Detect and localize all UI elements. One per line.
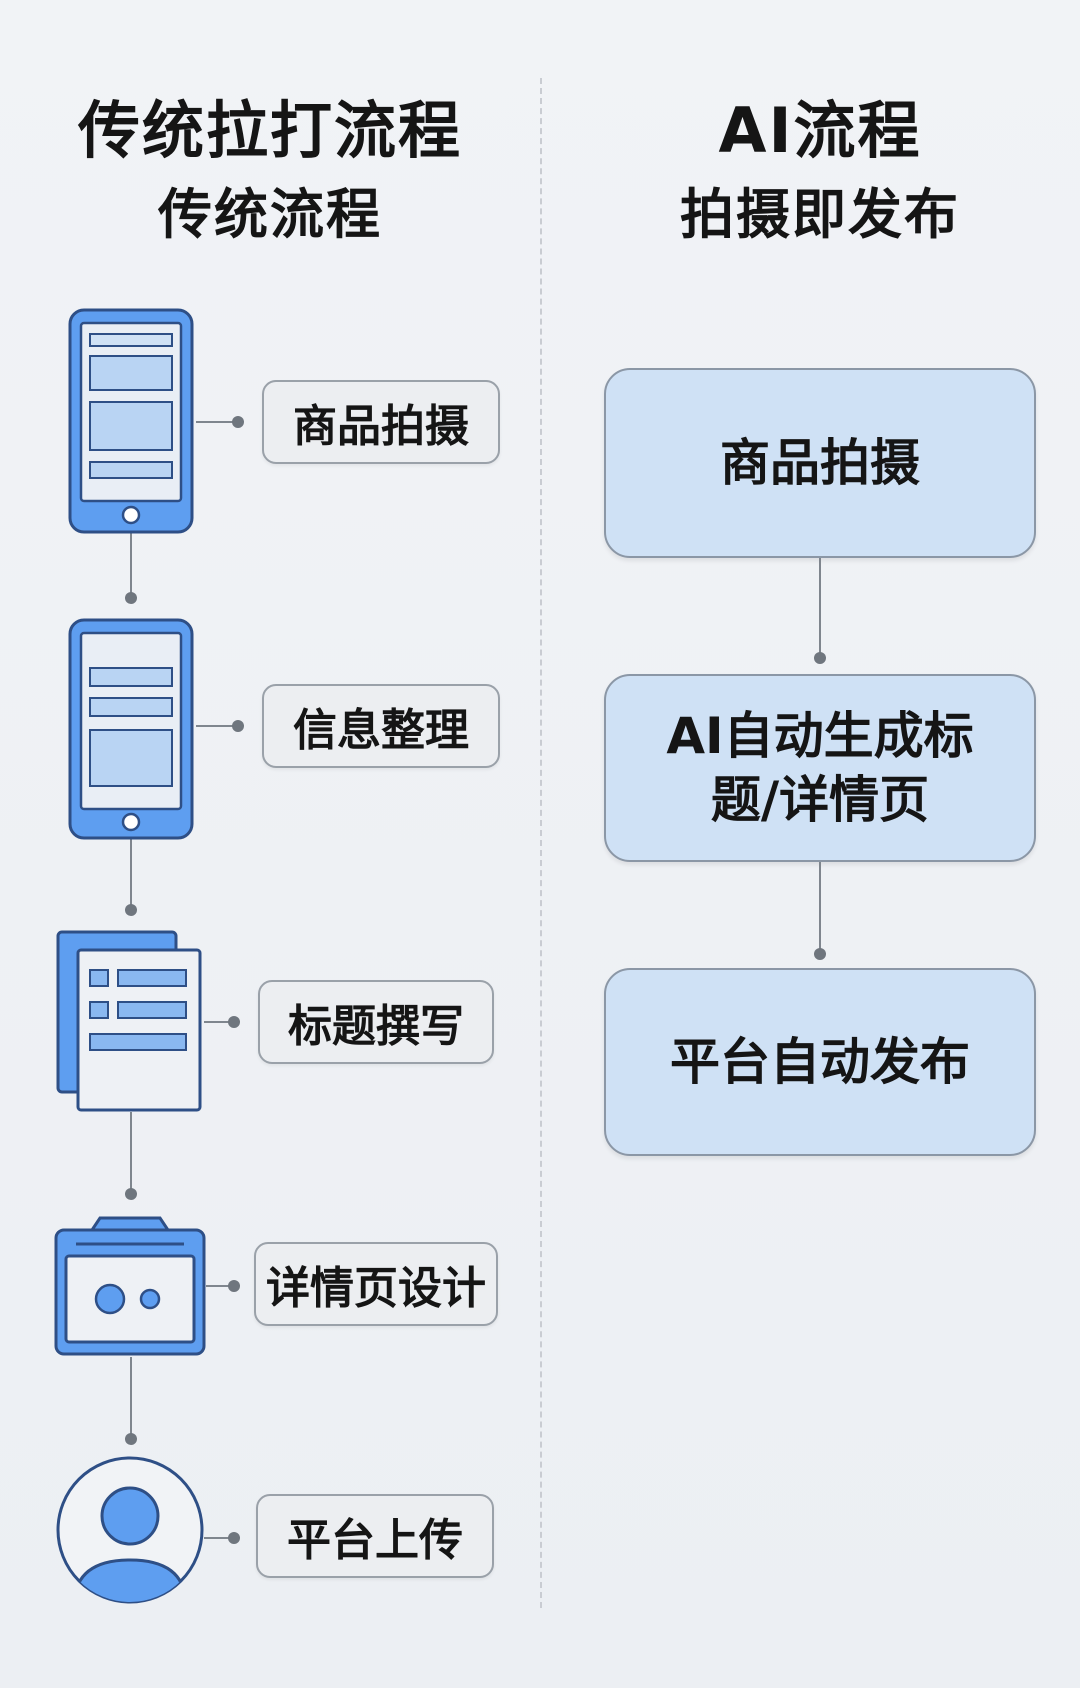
connector-line (130, 1357, 132, 1439)
connector-dot (125, 1188, 137, 1200)
connector-dot (125, 904, 137, 916)
traditional-subtitle: 传统流程 (158, 183, 382, 246)
browser-window-icon (54, 1216, 206, 1362)
ai-step-product-shoot: 商品拍摄 (604, 368, 1036, 558)
ai-subtitle: 拍摄即发布 (680, 183, 960, 246)
connector-dot (125, 592, 137, 604)
connector-dot (125, 1433, 137, 1445)
step-info-organize: 信息整理 (262, 684, 500, 768)
connector-dot (814, 652, 826, 664)
connector-dot (228, 1280, 240, 1292)
connector-line (196, 421, 238, 423)
column-divider (540, 78, 542, 1608)
connector-dot (232, 720, 244, 732)
connector-dot (814, 948, 826, 960)
connector-dot (228, 1016, 240, 1028)
connector-line (204, 1021, 234, 1023)
connector-line (819, 862, 821, 954)
step-product-shoot: 商品拍摄 (262, 380, 500, 464)
step-label: 商品拍摄 (293, 401, 469, 452)
phone-icon (68, 308, 194, 538)
ai-step-label-line2: 题/详情页 (710, 771, 930, 829)
ai-step-label: AI自动生成标 题/详情页 (666, 704, 973, 832)
step-label: 平台上传 (287, 1515, 463, 1566)
step-label: 信息整理 (293, 705, 469, 756)
document-stack-icon (56, 930, 204, 1118)
connector-dot (228, 1532, 240, 1544)
step-platform-upload: 平台上传 (256, 1494, 494, 1578)
connector-line (130, 530, 132, 598)
ai-step-auto-publish: 平台自动发布 (604, 968, 1036, 1156)
connector-line (819, 558, 821, 658)
ai-step-auto-generate: AI自动生成标 题/详情页 (604, 674, 1036, 862)
connector-line (130, 1112, 132, 1194)
step-title-writing: 标题撰写 (258, 980, 494, 1064)
step-label: 标题撰写 (288, 1001, 464, 1052)
user-avatar-icon (56, 1456, 204, 1610)
ai-title: AI流程 (718, 94, 922, 167)
traditional-title: 传统拉打流程 (77, 94, 462, 167)
step-detail-design: 详情页设计 (254, 1242, 498, 1326)
step-label: 详情页设计 (266, 1263, 486, 1314)
ai-step-label-line1: AI自动生成标 (666, 707, 974, 765)
ai-step-label: 商品拍摄 (720, 434, 920, 492)
connector-dot (232, 416, 244, 428)
ai-step-label: 平台自动发布 (670, 1033, 970, 1091)
connector-line (204, 1537, 234, 1539)
connector-line (196, 725, 238, 727)
connector-line (130, 838, 132, 910)
phone-icon (68, 618, 194, 844)
connector-line (206, 1285, 234, 1287)
